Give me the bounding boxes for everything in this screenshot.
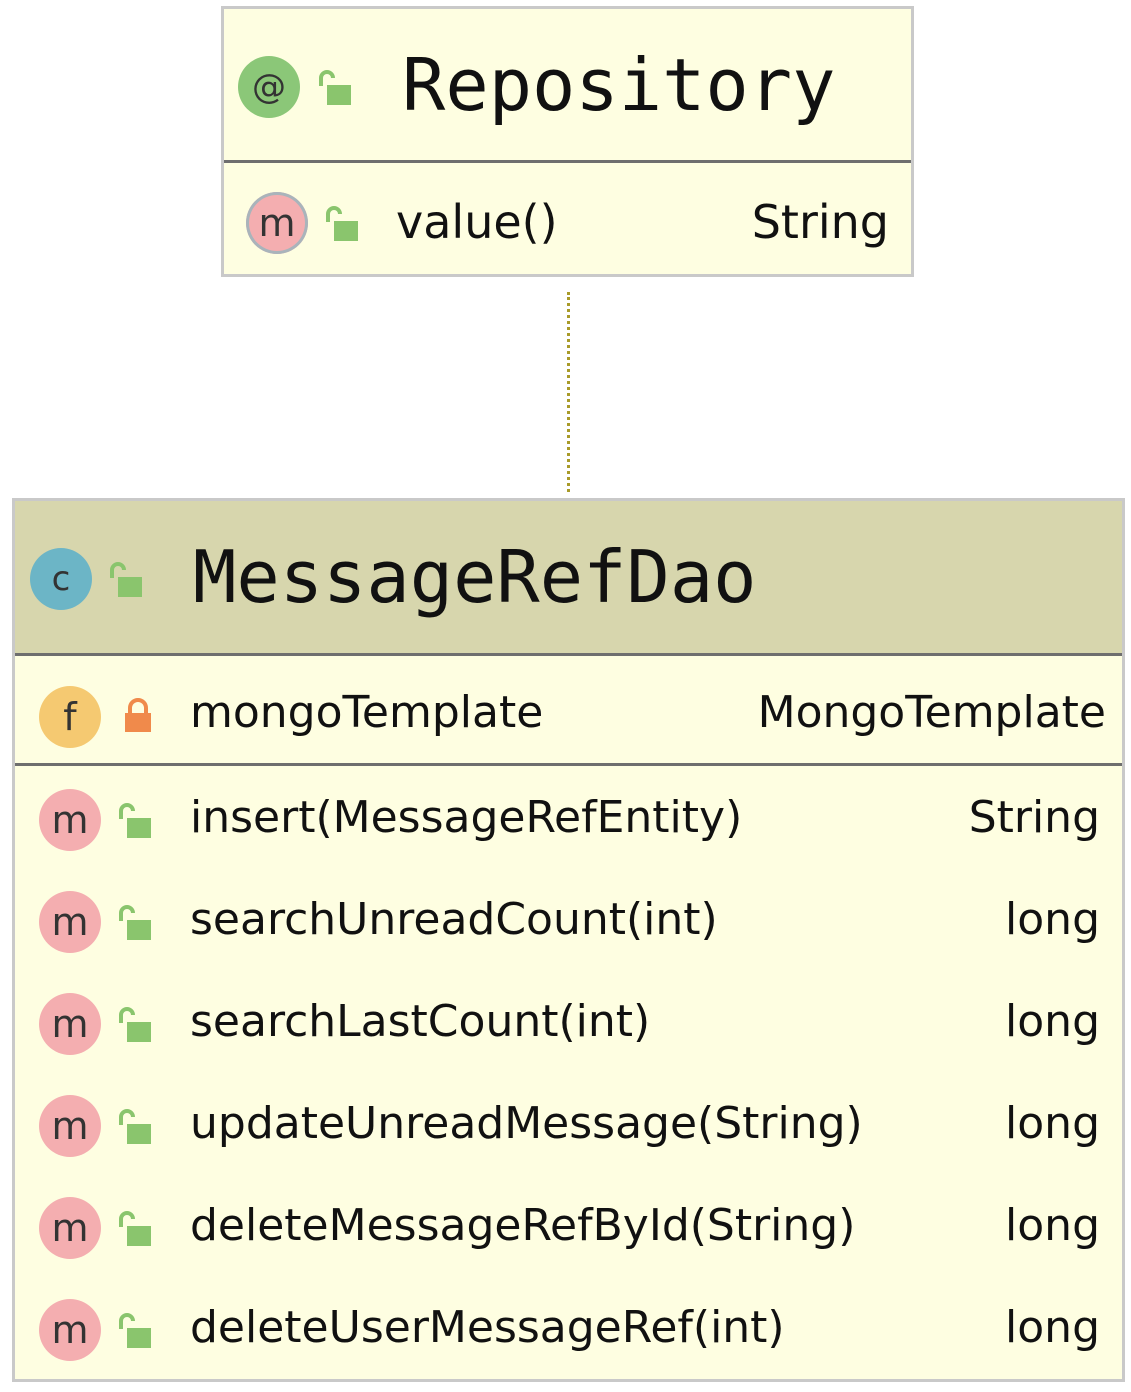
- method-badge-letter: m: [51, 1206, 89, 1250]
- method-name: updateUnreadMessage(String): [190, 1098, 863, 1149]
- field-badge-letter: f: [63, 695, 77, 739]
- method-name: insert(MessageRefEntity): [190, 792, 743, 843]
- field-row[interactable]: f mongoTemplate MongoTemplate: [15, 656, 1122, 763]
- method-name: searchUnreadCount(int): [190, 894, 718, 945]
- method-badge-letter: m: [51, 798, 89, 842]
- unlocked-icon: [326, 206, 358, 241]
- field-type: MongoTemplate: [757, 687, 1106, 738]
- method-row[interactable]: m deleteUserMessageRef(int) long: [15, 1276, 1122, 1378]
- annotation-box-repository[interactable]: @ Repository m value() String: [221, 6, 914, 277]
- method-row[interactable]: m deleteMessageRefById(String) long: [15, 1174, 1122, 1276]
- class-icon: c: [30, 548, 92, 610]
- method-return-type: long: [1005, 1200, 1100, 1251]
- class-title: MessageRefDao: [193, 535, 757, 619]
- method-badge-letter: m: [51, 1002, 89, 1046]
- method-return-type: long: [1005, 1302, 1100, 1353]
- annotation-separator: [224, 160, 911, 163]
- method-return-type: long: [1005, 894, 1100, 945]
- field-name: mongoTemplate: [190, 687, 544, 738]
- method-return-type: String: [968, 792, 1100, 843]
- method-badge-letter: m: [51, 900, 89, 944]
- method-name: deleteUserMessageRef(int): [190, 1302, 785, 1353]
- method-row[interactable]: m updateUnreadMessage(String) long: [15, 1072, 1122, 1174]
- unlocked-icon: [119, 1313, 151, 1348]
- method-icon: m: [39, 789, 101, 851]
- method-row[interactable]: m searchLastCount(int) long: [15, 970, 1122, 1072]
- method-icon: m: [246, 192, 308, 254]
- method-icon: m: [39, 993, 101, 1055]
- method-badge-letter: m: [258, 201, 296, 245]
- method-icon: m: [39, 1299, 101, 1361]
- unlocked-icon: [119, 905, 151, 940]
- method-row[interactable]: m value() String: [224, 163, 911, 274]
- annotation-badge-letter: @: [252, 67, 286, 107]
- method-badge-letter: m: [51, 1308, 89, 1352]
- method-row[interactable]: m insert(MessageRefEntity) String: [15, 766, 1122, 868]
- unlocked-icon: [319, 70, 351, 105]
- unlocked-icon: [119, 1211, 151, 1246]
- class-header: c MessageRefDao: [15, 501, 1122, 653]
- method-return-type: long: [1005, 996, 1100, 1047]
- unlocked-icon: [119, 1007, 151, 1042]
- annotation-connector: [567, 292, 570, 492]
- method-name: deleteMessageRefById(String): [190, 1200, 856, 1251]
- method-name: searchLastCount(int): [190, 996, 651, 1047]
- class-header-separator: [15, 653, 1122, 656]
- method-icon: m: [39, 1197, 101, 1259]
- annotation-title: Repository: [402, 43, 836, 127]
- method-name: value(): [396, 195, 558, 249]
- locked-icon: [125, 698, 151, 732]
- annotation-header: @ Repository: [224, 9, 911, 160]
- unlocked-icon: [119, 1109, 151, 1144]
- annotation-icon: @: [238, 56, 300, 118]
- unlocked-icon: [110, 562, 142, 597]
- method-return-type: String: [751, 195, 889, 249]
- method-icon: m: [39, 891, 101, 953]
- method-row[interactable]: m searchUnreadCount(int) long: [15, 868, 1122, 970]
- method-badge-letter: m: [51, 1104, 89, 1148]
- unlocked-icon: [119, 803, 151, 838]
- class-box-messagerefdao[interactable]: c MessageRefDao f mongoTemplate MongoTem…: [12, 498, 1125, 1382]
- class-badge-letter: c: [51, 559, 71, 599]
- class-fields-separator: [15, 763, 1122, 766]
- field-icon: f: [39, 686, 101, 748]
- method-return-type: long: [1005, 1098, 1100, 1149]
- method-icon: m: [39, 1095, 101, 1157]
